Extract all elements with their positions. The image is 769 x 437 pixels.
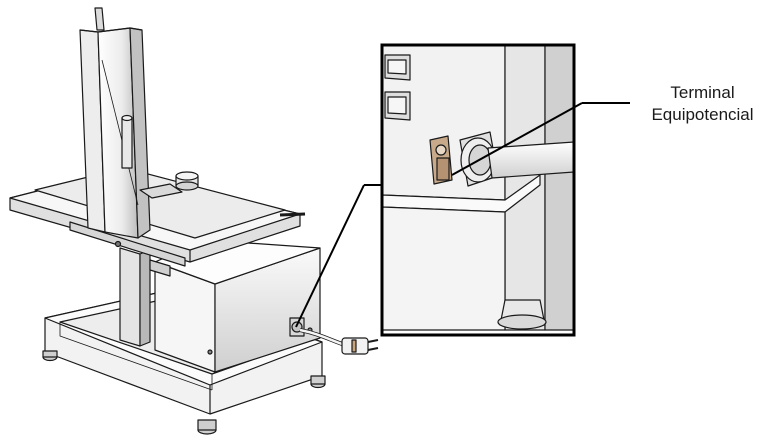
inset-detail [380, 43, 576, 337]
callout-label: Terminal Equipotencial [640, 82, 765, 126]
leader-line-to-inset [295, 184, 365, 328]
plug-icon [341, 337, 379, 355]
inset-border [380, 43, 576, 337]
table-knob [175, 171, 199, 191]
machine-feet [42, 350, 326, 435]
cable-gland [459, 131, 499, 187]
equipotential-terminal [429, 135, 453, 185]
callout-line-2: Equipotencial [651, 105, 754, 124]
power-cable [299, 328, 346, 347]
callout-line-1: Terminal [670, 83, 735, 102]
support-column [119, 247, 151, 347]
bearing-rod [279, 212, 306, 217]
machine-illustration [9, 7, 379, 435]
upright-plate [79, 7, 151, 239]
motor-housing [154, 239, 321, 373]
callout-pointer [451, 102, 630, 176]
table-slot [139, 183, 183, 199]
inset-cable [487, 141, 574, 179]
